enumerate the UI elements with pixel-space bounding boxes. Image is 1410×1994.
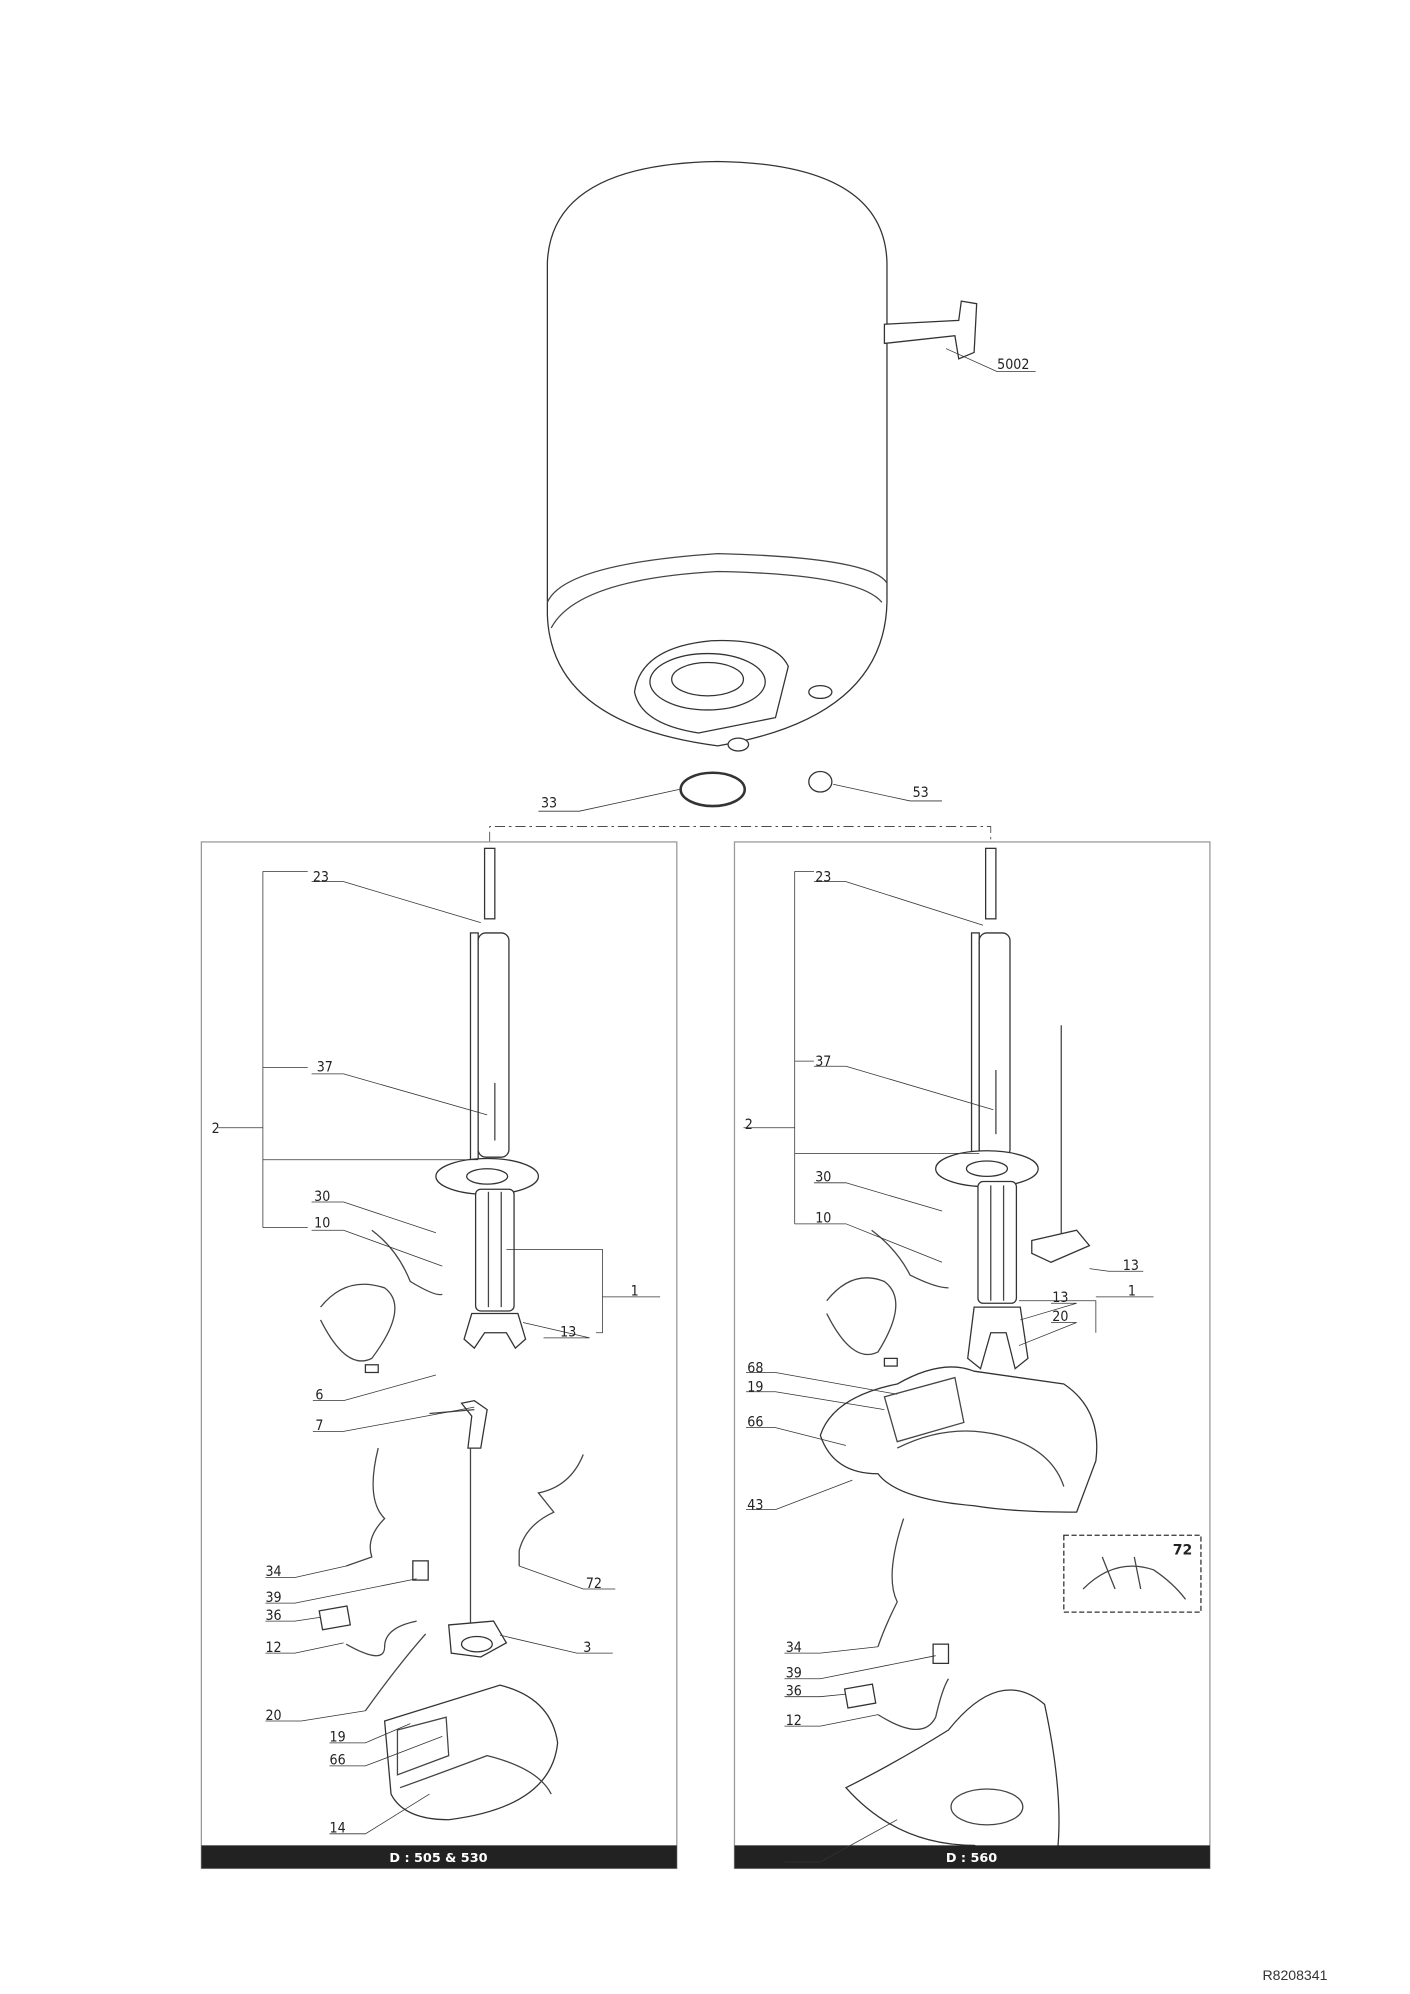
callout-37: 37 bbox=[317, 1059, 333, 1075]
callout-34: 34 bbox=[786, 1640, 802, 1656]
callout-20: 20 bbox=[1052, 1309, 1068, 1325]
callout-6: 6 bbox=[315, 1387, 323, 1403]
callout-7: 7 bbox=[315, 1418, 323, 1434]
callout-12: 12 bbox=[265, 1640, 281, 1656]
left-caption-bar bbox=[201, 1845, 677, 1869]
callout-2: 2 bbox=[212, 1121, 220, 1137]
right-caption-bar bbox=[734, 1845, 1210, 1869]
callout-53: 53 bbox=[913, 785, 929, 801]
callout-36: 36 bbox=[786, 1683, 802, 1699]
callout-43: 43 bbox=[747, 1498, 763, 1514]
right-panel-caption: D : 560 bbox=[946, 1851, 997, 1866]
callout-13: 13 bbox=[560, 1325, 576, 1341]
wall-bracket bbox=[883, 300, 978, 360]
callout-10: 10 bbox=[815, 1211, 831, 1227]
gasket bbox=[679, 771, 747, 808]
document-code: R8208341 bbox=[1262, 1967, 1327, 1983]
callout-10: 10 bbox=[314, 1216, 330, 1232]
callout-12: 12 bbox=[786, 1713, 802, 1729]
tank-flange bbox=[633, 639, 789, 734]
left-panel-caption: D : 505 & 530 bbox=[389, 1851, 487, 1866]
callout-19: 19 bbox=[747, 1380, 763, 1396]
callout-5002: 5002 bbox=[997, 357, 1029, 373]
heating-element bbox=[967, 1180, 1029, 1370]
callout-40: 40 bbox=[786, 1849, 802, 1865]
callout-33: 33 bbox=[541, 795, 557, 811]
callout-34: 34 bbox=[265, 1564, 281, 1580]
heating-element bbox=[463, 1188, 527, 1350]
callout-14: 14 bbox=[330, 1821, 346, 1837]
anode-rod bbox=[985, 847, 997, 920]
right-panel: 72 D : 560 23 37 2 30 10 13 1 13 20 68 1… bbox=[733, 841, 1211, 1870]
callout-39: 39 bbox=[265, 1590, 281, 1606]
element-support bbox=[819, 1366, 1098, 1513]
callout-23: 23 bbox=[815, 870, 831, 886]
left-panel: D : 505 & 530 23 37 2 30 10 1 13 6 7 34 … bbox=[200, 841, 678, 1870]
callout-37: 37 bbox=[815, 1054, 831, 1070]
thermostat-rod bbox=[1031, 1229, 1091, 1263]
callout-3: 3 bbox=[583, 1640, 591, 1656]
drain-plug bbox=[808, 770, 833, 793]
callout-66: 66 bbox=[330, 1753, 346, 1769]
callout-30: 30 bbox=[815, 1170, 831, 1186]
callout-13-thermostat: 13 bbox=[1123, 1258, 1139, 1274]
callout-72: 72 bbox=[586, 1576, 602, 1592]
callout-13: 13 bbox=[1052, 1290, 1068, 1306]
callout-2: 2 bbox=[745, 1117, 753, 1133]
callout-39: 39 bbox=[786, 1665, 802, 1681]
callout-1: 1 bbox=[1128, 1284, 1136, 1300]
callout-23: 23 bbox=[313, 870, 329, 886]
water-heater-tank bbox=[546, 160, 888, 752]
callout-30: 30 bbox=[314, 1189, 330, 1205]
callout-68: 68 bbox=[747, 1360, 763, 1376]
anode-rod bbox=[483, 847, 496, 920]
callout-19: 19 bbox=[330, 1730, 346, 1746]
bottom-cover bbox=[383, 1684, 559, 1821]
callout-36: 36 bbox=[265, 1608, 281, 1624]
callout-1: 1 bbox=[631, 1284, 639, 1300]
callout-20: 20 bbox=[265, 1708, 281, 1724]
bottom-cover bbox=[844, 1689, 1060, 1858]
callout-72: 72 bbox=[1173, 1542, 1193, 1558]
thermostat bbox=[448, 1620, 508, 1658]
callout-66: 66 bbox=[747, 1414, 763, 1430]
